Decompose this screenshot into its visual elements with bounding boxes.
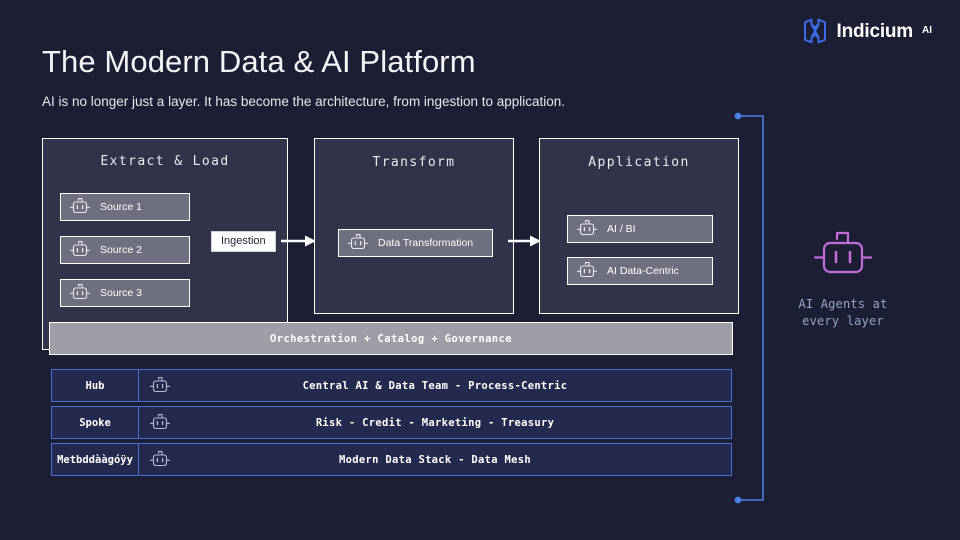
robot-icon xyxy=(813,231,873,274)
ai-agents-caption: AI Agents at every layer xyxy=(798,296,887,331)
layer-value: Central AI & Data Team - Process-Centric xyxy=(302,379,568,392)
orchestration-label: Orchestration + Catalog + Governance xyxy=(270,332,512,345)
brand-superscript: AI xyxy=(922,25,932,36)
node-chip-source-2[interactable]: Source 2 xyxy=(60,236,190,264)
layer-body-spoke: Risk - Credit - Marketing - Treasury xyxy=(139,406,732,439)
node-label: AI / BI xyxy=(607,223,636,235)
layer-key-spoke: Spoke xyxy=(51,406,139,439)
layer-key-hub: Hub xyxy=(51,369,139,402)
page-title: The Modern Data & AI Platform xyxy=(42,44,476,79)
node-label: Data Transformation xyxy=(378,237,474,249)
robot-icon xyxy=(149,450,171,466)
arrow-right-icon xyxy=(508,235,541,247)
node-chip-ai-bi[interactable]: AI / BI xyxy=(567,215,713,243)
node-chip-data-transformation[interactable]: Data Transformation xyxy=(338,229,493,257)
node-label: Source 2 xyxy=(100,244,143,256)
brand-name: Indicium xyxy=(836,20,913,42)
node-label: AI Data-Centric xyxy=(607,265,679,277)
brand-logo: Indicium AI xyxy=(802,18,932,44)
stage-title-application: Application xyxy=(588,155,690,170)
connector-label-ingestion: Ingestion xyxy=(211,231,276,252)
ai-agents-callout: AI Agents at every layer xyxy=(778,228,908,331)
stage-title-transform: Transform xyxy=(372,155,456,170)
layer-value: Risk - Credit - Marketing - Treasury xyxy=(315,416,555,429)
arrow-right-icon xyxy=(281,235,316,247)
indicium-logo-icon xyxy=(804,18,827,44)
ai-agents-caption-line-1: AI Agents at xyxy=(798,297,888,311)
robot-icon xyxy=(69,241,91,257)
orchestration-bar: Orchestration + Catalog + Governance xyxy=(49,322,733,355)
robot-icon xyxy=(347,234,369,250)
scope-bracket xyxy=(734,112,764,504)
node-chip-source-1[interactable]: Source 1 xyxy=(60,193,190,221)
layer-row[interactable]: Metbddààgóÿy Modern Data Stack - Data Me… xyxy=(51,443,732,476)
node-label: Source 3 xyxy=(100,287,143,299)
robot-icon xyxy=(69,284,91,300)
layer-body-hub: Central AI & Data Team - Process-Centric xyxy=(139,369,732,402)
layer-row[interactable]: Hub Central AI & Data Team - Process-Cen… xyxy=(51,369,732,402)
robot-icon xyxy=(576,220,598,236)
layer-value: Modern Data Stack - Data Mesh xyxy=(338,453,532,466)
stage-panel-transform: Transform xyxy=(314,138,514,314)
node-chip-ai-data-centric[interactable]: AI Data-Centric xyxy=(567,257,713,285)
layer-key-methodology: Metbddààgóÿy xyxy=(51,443,139,476)
bracket-endpoint-dot xyxy=(734,496,742,504)
page-subtitle: AI is no longer just a layer. It has bec… xyxy=(42,94,566,109)
layer-body-methodology: Modern Data Stack - Data Mesh xyxy=(139,443,732,476)
layer-row[interactable]: Spoke Risk - Credit - Marketing - Treasu… xyxy=(51,406,732,439)
robot-icon xyxy=(149,413,171,429)
node-chip-source-3[interactable]: Source 3 xyxy=(60,279,190,307)
robot-icon xyxy=(149,376,171,392)
bracket-endpoint-dot xyxy=(734,112,742,120)
stage-title-extract-load: Extract & Load xyxy=(100,154,230,169)
robot-icon xyxy=(576,262,598,278)
ai-agents-caption-line-2: every layer xyxy=(802,314,884,329)
node-label: Source 1 xyxy=(100,201,143,213)
robot-icon xyxy=(69,198,91,214)
